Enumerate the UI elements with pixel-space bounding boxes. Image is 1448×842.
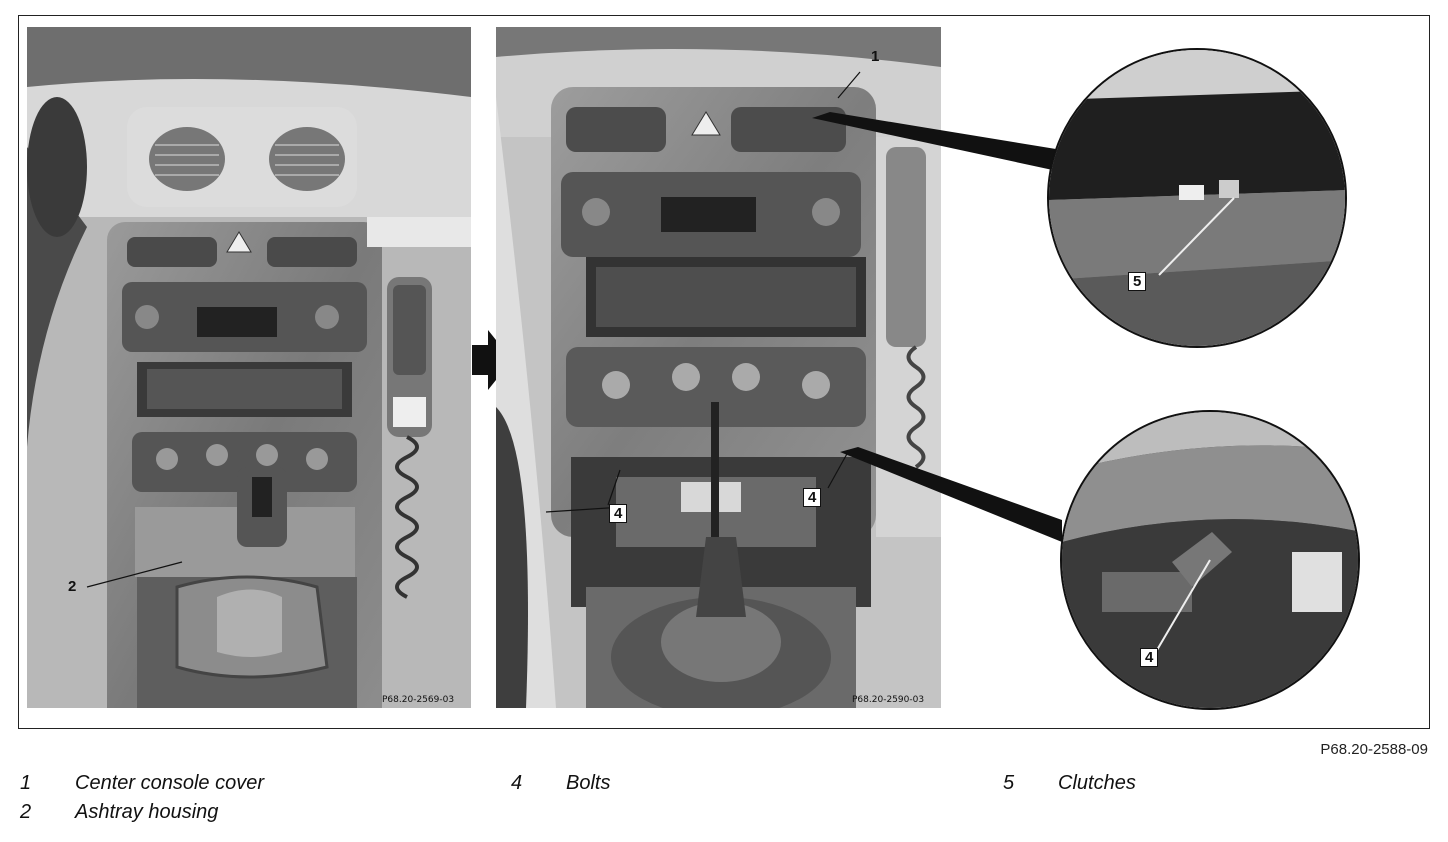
legend-text: Center console cover xyxy=(75,772,264,794)
callout-5-detail: 5 xyxy=(1128,272,1147,291)
callout-1: 1 xyxy=(871,48,880,65)
callout-4-detail: 4 xyxy=(1140,648,1159,667)
detail-photo-clutches xyxy=(1047,48,1347,348)
callout-4-left: 4 xyxy=(609,504,628,523)
legend-number: 4 xyxy=(511,772,523,794)
legend-number: 5 xyxy=(1003,772,1015,794)
middle-photo-code: P68.20-2590-03 xyxy=(852,695,925,705)
middle-photo: P68.20-2590-03 xyxy=(496,27,941,708)
arrow-right-icon xyxy=(472,330,512,390)
legend-number: 2 xyxy=(20,801,32,823)
detail-photo-bolts xyxy=(1060,410,1360,710)
legend-number: 1 xyxy=(20,772,32,794)
figure-code: P68.20-2588-09 xyxy=(1320,741,1428,758)
callout-4-right: 4 xyxy=(803,488,822,507)
left-photo-code: P68.20-2569-03 xyxy=(382,695,455,705)
callout-2: 2 xyxy=(68,578,77,595)
legend-text: Clutches xyxy=(1058,772,1136,794)
legend-text: Ashtray housing xyxy=(75,801,219,823)
legend-text: Bolts xyxy=(566,772,611,794)
left-photo: P68.20-2569-03 xyxy=(27,27,471,708)
